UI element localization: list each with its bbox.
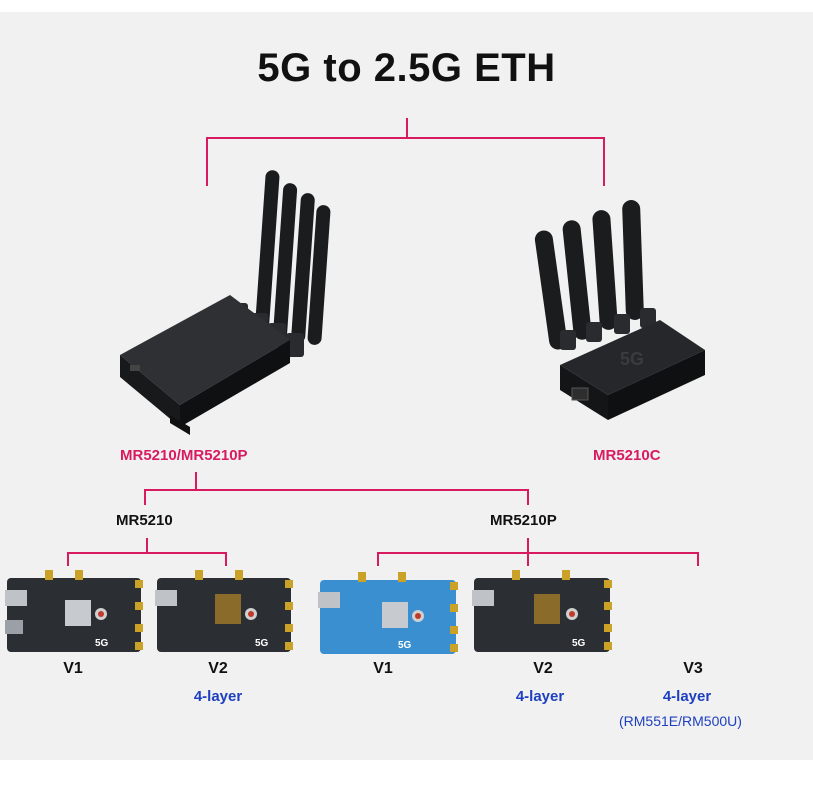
mr5210p-v3-module-note: (RM551E/RM500U)	[619, 713, 742, 729]
mr5210-connector	[67, 538, 227, 566]
svg-text:5G: 5G	[255, 638, 269, 649]
svg-text:5G: 5G	[620, 349, 644, 369]
mr5210-branch-label: MR5210	[116, 512, 173, 529]
mr5210p-v3-label: V3	[683, 660, 703, 677]
mr5210-v2-layer: 4-layer	[193, 688, 243, 705]
mr5210c-label: MR5210C	[593, 447, 661, 464]
svg-text:5G: 5G	[572, 638, 586, 649]
mr5210p-v1-label: V1	[373, 660, 393, 677]
mr5210p-branch-label: MR5210P	[490, 512, 557, 529]
mid-connector	[144, 472, 529, 505]
mr5210-v1-label: V1	[63, 660, 83, 677]
mr5210-mr5210p-label: MR5210/MR5210P	[120, 447, 248, 464]
diagram-title: 5G to 2.5G ETH	[257, 46, 556, 90]
mr5210-v1-board-image: 5G	[5, 570, 143, 652]
mr5210-enclosure-image	[120, 170, 331, 435]
mr5210-v2-board-image: 5G	[155, 570, 293, 652]
svg-text:5G: 5G	[95, 638, 109, 649]
mr5210p-v1-board-image: 5G	[318, 572, 458, 654]
svg-text:5G: 5G	[398, 640, 412, 651]
mr5210c-enclosure-image: 5G	[534, 200, 705, 420]
mr5210p-v3-layer: 4-layer	[662, 688, 712, 705]
mr5210p-v2-label: V2	[533, 660, 553, 677]
mr5210p-v2-layer: 4-layer	[515, 688, 565, 705]
mr5210p-connector	[377, 538, 699, 566]
top-connector	[206, 118, 605, 186]
mr5210p-v2-board-image: 5G	[472, 570, 612, 652]
mr5210-v2-label: V2	[208, 660, 228, 677]
